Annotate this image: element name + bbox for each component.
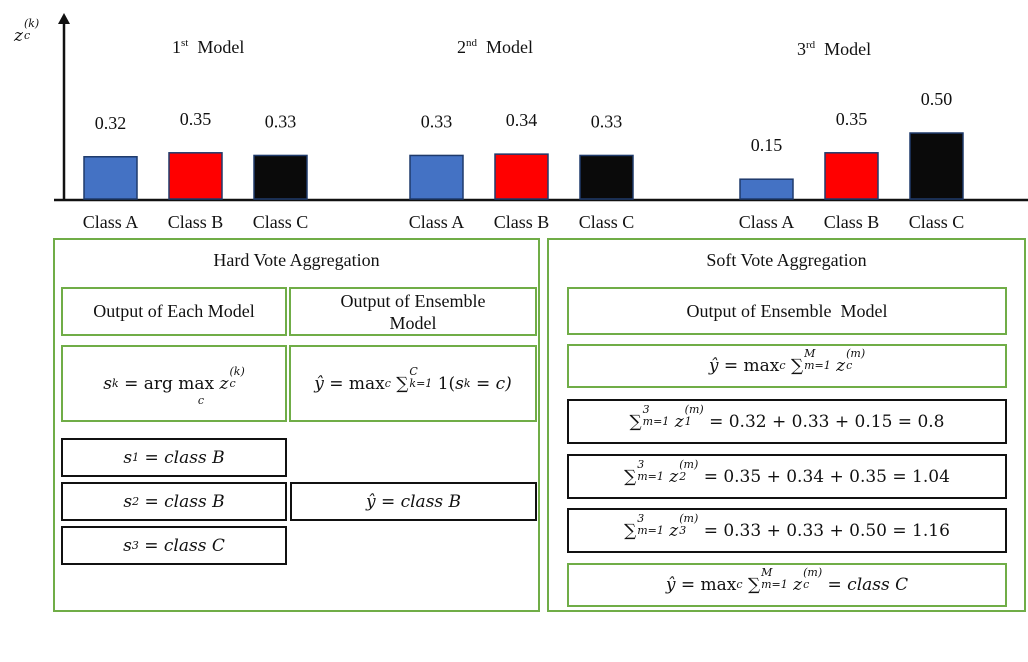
data-label-3-3: 0.50 [921,89,953,109]
model-title-2: 2nd Model [457,37,533,57]
data-label-2-3: 0.33 [591,111,623,131]
bar-2-class-c [579,154,634,200]
x-tick-label-1-2: Class B [168,212,224,232]
bar-3-class-a [739,178,794,200]
x-tick-label-1-3: Class C [253,212,309,232]
x-tick-label-2-3: Class C [579,212,635,232]
bar-1-class-a [83,156,138,200]
model-title-1: 1st Model [172,37,245,57]
data-label-1-2: 0.35 [180,109,212,129]
hard-vote-title: Hard Vote Aggregation [213,250,380,270]
soft-ensemble-header: Output of Ensemble Model [567,287,1007,335]
y-axis-label: z(k)c [14,16,40,46]
hard-vote-result: ŷ = class B [290,482,537,521]
data-label-1-1: 0.32 [95,113,127,133]
bar-2-class-a [409,154,464,200]
data-label-3-2: 0.35 [836,109,868,129]
model-title-3: 3rd Model [797,39,872,59]
x-tick-label-3-3: Class C [909,212,965,232]
data-label-2-2: 0.34 [506,110,538,130]
bar-1-class-c [253,154,308,200]
x-tick-label-3-2: Class B [824,212,880,232]
soft-vote-panel [547,238,1026,612]
soft-vote-title: Soft Vote Aggregation [706,250,867,270]
y-axis-arrowhead [58,13,70,24]
data-label-1-3: 0.33 [265,111,297,131]
data-label-2-1: 0.33 [421,111,453,131]
bar-3-class-b [824,152,879,200]
hard-vote-panel [53,238,540,612]
bar-2-class-b [494,153,549,200]
x-tick-label-2-1: Class A [409,212,465,232]
x-tick-label-2-2: Class B [494,212,550,232]
bar-3-class-c [909,132,964,200]
ensemble-model-header: Output of Ensemble Model [289,287,537,336]
x-tick-label-3-1: Class A [739,212,795,232]
bar-1-class-b [168,152,223,200]
data-label-3-1: 0.15 [751,135,783,155]
x-tick-label-1-1: Class A [83,212,139,232]
each-model-header: Output of Each Model [61,287,287,336]
